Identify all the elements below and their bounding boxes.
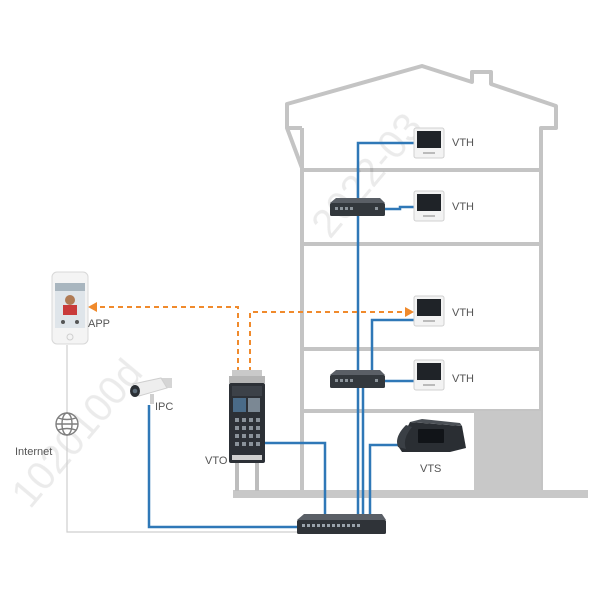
indoor-monitor-icon [413,127,445,159]
app-link-arrow-right [405,307,414,317]
door-station-icon [229,370,265,491]
app-link-right [249,311,408,372]
vth-label-1: VTH [452,137,474,149]
indoor-monitor-icon [413,295,445,327]
cable-ipc [147,405,300,529]
cable-switch1-vth2 [385,205,415,211]
indoor-monitor-icon [413,190,445,222]
vth-label-3: VTH [452,307,474,319]
app-link [93,306,408,372]
svg-text:1020100d: 1020100d [3,351,151,516]
vth-label-2: VTH [452,201,474,213]
app-label: APP [88,318,110,330]
vto-label: VTO [205,455,228,467]
main-switch [297,514,386,534]
indoor-monitor-icon [413,359,445,391]
app-link-left [93,306,239,372]
desk-phone-icon [397,419,466,452]
globe-icon [55,412,79,436]
internet-label: Internet [15,446,52,458]
vts-label: VTS [420,463,441,475]
cable-vto [262,441,327,522]
vts-room-block [474,411,541,493]
cable-vts [368,443,405,522]
vth-label-4: VTH [452,373,474,385]
building [285,64,558,495]
cable-switch2-vth3 [370,318,415,372]
smartphone-icon [51,271,89,345]
svg-text:2022-03: 2022-03 [303,105,431,246]
bullet-camera-icon [130,377,172,404]
internet-line [66,345,300,533]
app-link-arrow-left [88,302,97,312]
ground-line [233,490,588,498]
floor-switch-upper [330,198,385,216]
building-roof [285,64,558,495]
network-cables [147,141,415,529]
floor-switch-lower [330,370,385,388]
cable-trunk-top-vth [356,141,415,522]
ipc-label: IPC [155,401,173,413]
